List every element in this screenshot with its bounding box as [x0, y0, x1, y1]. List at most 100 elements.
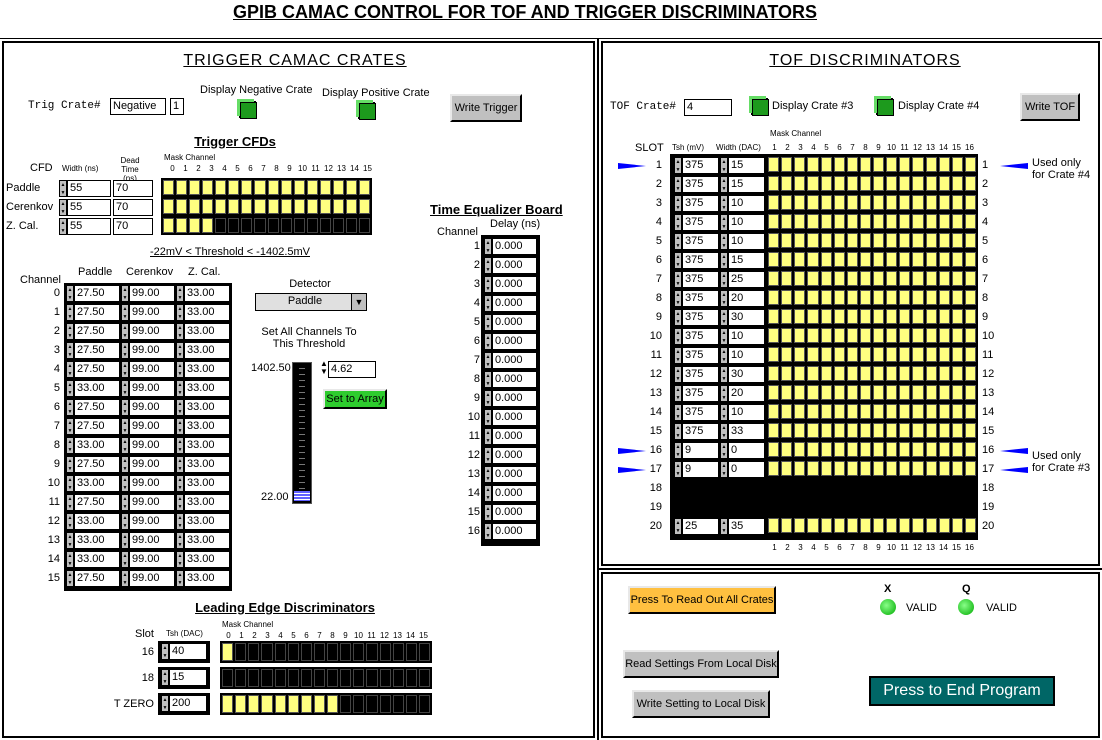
stepper-icon[interactable]: ▲▼: [66, 418, 74, 435]
mask-toggle-12[interactable]: [319, 180, 331, 195]
chevron-down-icon[interactable]: ▼: [351, 294, 366, 310]
mask-toggle-6[interactable]: [846, 404, 858, 419]
mask-toggle-5[interactable]: [228, 218, 240, 233]
mask-toggle-3[interactable]: [202, 218, 214, 233]
mask-toggle-4[interactable]: [820, 195, 832, 210]
mask-toggle-13[interactable]: [938, 423, 950, 438]
cerenkov-threshold-input[interactable]: 99.00: [129, 418, 175, 435]
stepper-icon[interactable]: ▲▼: [720, 176, 728, 193]
mask-toggle-7[interactable]: [859, 385, 871, 400]
stepper-icon[interactable]: ▲▼: [674, 518, 682, 535]
mask-toggle-2[interactable]: [794, 423, 806, 438]
mask-toggle-1[interactable]: [781, 442, 793, 457]
zcal-threshold-input[interactable]: 33.00: [184, 361, 230, 378]
tof-width-input[interactable]: 35: [728, 518, 765, 535]
mask-toggle-1[interactable]: [781, 385, 793, 400]
stepper-icon[interactable]: ▲▼: [484, 371, 492, 388]
mask-toggle-9[interactable]: [886, 309, 898, 324]
mask-toggle-14[interactable]: [951, 157, 963, 172]
mask-toggle-7[interactable]: [859, 176, 871, 191]
mask-toggle-14[interactable]: [951, 195, 963, 210]
mask-toggle-6[interactable]: [846, 290, 858, 305]
led-tsh-input[interactable]: 40: [169, 643, 207, 660]
mask-toggle-5[interactable]: [228, 199, 240, 214]
mask-toggle-2[interactable]: [248, 695, 260, 713]
cfd-width-input[interactable]: 55: [67, 199, 111, 216]
slider-stepper-icon[interactable]: ▲▼: [320, 359, 328, 376]
mask-toggle-11[interactable]: [366, 643, 378, 661]
mask-toggle-6[interactable]: [846, 252, 858, 267]
mask-toggle-1[interactable]: [781, 423, 793, 438]
mask-toggle-1[interactable]: [781, 195, 793, 210]
led-tsh-input[interactable]: 200: [169, 695, 207, 712]
stepper-icon[interactable]: ▲▼: [66, 361, 74, 378]
tof-tsh-input[interactable]: 375: [682, 347, 719, 364]
stepper-icon[interactable]: ▲▼: [121, 532, 129, 549]
stepper-icon[interactable]: ▲▼: [674, 404, 682, 421]
mask-toggle-12[interactable]: [379, 695, 391, 713]
mask-toggle-6[interactable]: [846, 347, 858, 362]
tof-width-input[interactable]: 10: [728, 214, 765, 231]
zcal-threshold-input[interactable]: 33.00: [184, 342, 230, 359]
cfd-width-input[interactable]: 55: [67, 180, 111, 197]
mask-toggle-9[interactable]: [886, 347, 898, 362]
stepper-icon[interactable]: ▲▼: [176, 437, 184, 454]
stepper-icon[interactable]: ▲▼: [720, 404, 728, 421]
cerenkov-threshold-input[interactable]: 99.00: [129, 513, 175, 530]
mask-toggle-6[interactable]: [846, 328, 858, 343]
mask-toggle-3[interactable]: [261, 669, 273, 687]
mask-toggle-8[interactable]: [873, 157, 885, 172]
mask-toggle-1[interactable]: [781, 233, 793, 248]
mask-toggle-10[interactable]: [899, 195, 911, 210]
stepper-icon[interactable]: ▲▼: [161, 669, 169, 686]
stepper-icon[interactable]: ▲▼: [66, 380, 74, 397]
mask-toggle-11[interactable]: [912, 461, 924, 476]
stepper-icon[interactable]: ▲▼: [720, 518, 728, 535]
mask-toggle-14[interactable]: [951, 290, 963, 305]
tof-tsh-input[interactable]: 375: [682, 328, 719, 345]
cfd-dead-input[interactable]: 70: [113, 218, 153, 235]
mask-toggle-13[interactable]: [938, 404, 950, 419]
mask-toggle-10[interactable]: [899, 252, 911, 267]
paddle-threshold-input[interactable]: 27.50: [74, 456, 120, 473]
mask-toggle-7[interactable]: [859, 309, 871, 324]
mask-toggle-1[interactable]: [235, 695, 247, 713]
stepper-icon[interactable]: ▲▼: [66, 513, 74, 530]
mask-toggle-4[interactable]: [215, 180, 227, 195]
te-delay-input[interactable]: 0.000: [492, 352, 537, 369]
mask-toggle-10[interactable]: [899, 461, 911, 476]
mask-toggle-1[interactable]: [176, 218, 188, 233]
mask-toggle-5[interactable]: [833, 404, 845, 419]
mask-toggle-13[interactable]: [332, 180, 344, 195]
mask-toggle-5[interactable]: [833, 252, 845, 267]
stepper-icon[interactable]: ▲▼: [720, 423, 728, 440]
mask-toggle-0[interactable]: [768, 195, 780, 210]
te-delay-input[interactable]: 0.000: [492, 523, 537, 540]
stepper-icon[interactable]: ▲▼: [484, 447, 492, 464]
mask-toggle-8[interactable]: [873, 309, 885, 324]
stepper-icon[interactable]: ▲▼: [176, 380, 184, 397]
mask-toggle-12[interactable]: [925, 404, 937, 419]
zcal-threshold-input[interactable]: 33.00: [184, 323, 230, 340]
stepper-icon[interactable]: ▲▼: [720, 442, 728, 459]
mask-toggle-0[interactable]: [768, 290, 780, 305]
paddle-threshold-input[interactable]: 33.00: [74, 437, 120, 454]
mask-toggle-5[interactable]: [833, 461, 845, 476]
mask-toggle-6[interactable]: [846, 309, 858, 324]
mask-toggle-15[interactable]: [964, 157, 976, 172]
mask-toggle-13[interactable]: [332, 199, 344, 214]
mask-toggle-12[interactable]: [925, 157, 937, 172]
mask-toggle-6[interactable]: [846, 442, 858, 457]
mask-toggle-12[interactable]: [925, 290, 937, 305]
tof-width-input[interactable]: 20: [728, 290, 765, 307]
mask-toggle-2[interactable]: [794, 195, 806, 210]
mask-toggle-11[interactable]: [912, 328, 924, 343]
stepper-icon[interactable]: ▲▼: [484, 466, 492, 483]
mask-toggle-12[interactable]: [925, 518, 937, 533]
mask-toggle-6[interactable]: [846, 271, 858, 286]
mask-toggle-15[interactable]: [358, 218, 370, 233]
mask-toggle-6[interactable]: [241, 218, 253, 233]
mask-toggle-11[interactable]: [912, 195, 924, 210]
mask-toggle-9[interactable]: [340, 695, 352, 713]
tof-tsh-input[interactable]: 375: [682, 233, 719, 250]
